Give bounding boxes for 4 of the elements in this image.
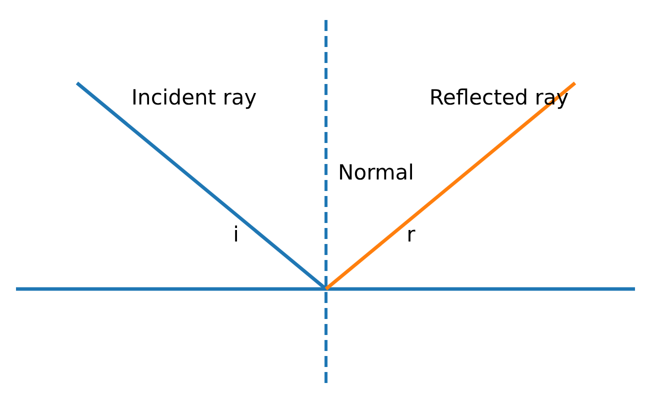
label: i bbox=[233, 224, 239, 246]
label: r bbox=[406, 224, 416, 246]
label: Normal bbox=[338, 162, 414, 184]
label: Incident ray bbox=[131, 88, 257, 108]
